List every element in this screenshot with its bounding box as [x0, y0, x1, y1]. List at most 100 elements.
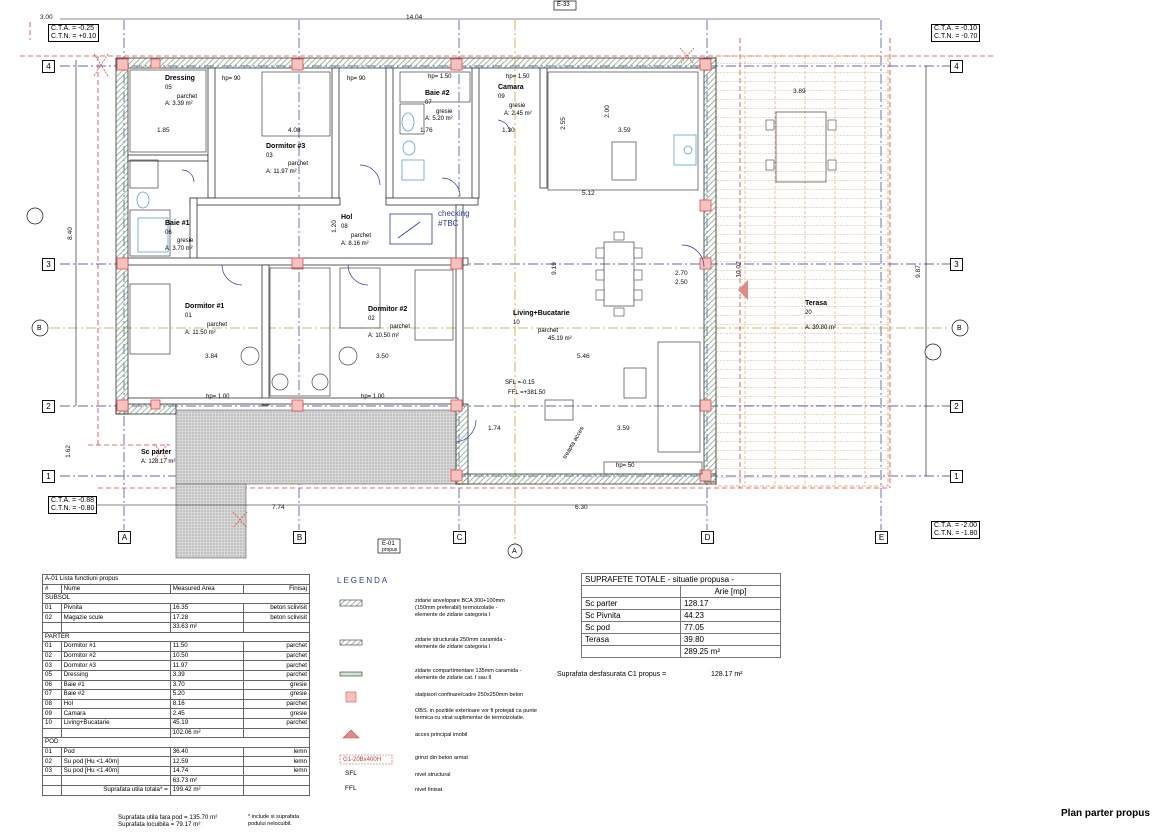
dim-total-width: 14.04	[406, 14, 423, 21]
legend-item: nivel structural	[415, 772, 450, 779]
room-terasa-num: 20	[805, 310, 812, 316]
functions-table-title: A-01 Lista functiuni propus	[42, 574, 310, 585]
dim-384: 3.84	[205, 353, 218, 360]
table-row-cell: 77.05	[679, 621, 782, 634]
room-dormitor2-num: 02	[368, 316, 375, 322]
axis-row-4-right: 4	[950, 60, 963, 73]
dim-255: 2.55	[559, 117, 567, 130]
room-camara-area: A: 2.45 m²	[504, 111, 532, 117]
table-row-cell: Pivnita	[60, 602, 171, 614]
room-dressing-name: Dressing	[165, 75, 195, 82]
functions-section-total-cell	[243, 727, 310, 739]
room-dormitor2-floor: parchet	[390, 324, 411, 330]
table-row-cell: 128.17	[679, 597, 782, 610]
dim-left-overhang: 3.00	[40, 14, 53, 21]
zidarie-structurala-swatch	[339, 639, 363, 646]
room-hol-name: Hol	[341, 214, 353, 221]
room-camara-num: 09	[498, 94, 505, 100]
dim-774: 7.74	[272, 504, 285, 511]
axis-col-c: C	[453, 531, 466, 544]
table-row-cell: 5.20	[169, 689, 245, 700]
dim-1002: 10.02	[735, 261, 743, 278]
room-baie2-num: 07	[425, 100, 432, 106]
table-row-cell: Camara	[60, 708, 171, 719]
chairs	[595, 119, 837, 317]
table-row-cell: 06	[42, 679, 62, 691]
legend-item: acces principal imobil	[415, 732, 467, 739]
room-camara-name: Camara	[498, 84, 524, 91]
legend-item-text: elemente de zidarie cat. I sau II	[415, 675, 492, 681]
legend-item-text: elemente de zidarie categoria I	[415, 644, 491, 650]
axis-row-1-right: 1	[950, 470, 963, 483]
table-row-cell: lemn	[243, 746, 310, 758]
window-hp-150-b: hp= 1.50	[506, 74, 530, 80]
table-row-cell: Dressing	[60, 669, 171, 681]
sfl-level: SFL =-0.15	[505, 380, 535, 386]
access-arrow	[738, 280, 748, 300]
axis-col-e: E	[875, 531, 888, 544]
table-row-cell: 36.40	[169, 746, 245, 758]
functions-section-total-cell	[60, 621, 171, 633]
functions-util-total-cell	[243, 785, 310, 796]
access-triangle	[342, 729, 360, 739]
functions-table-header-cell: Measured Area	[169, 583, 245, 595]
beam-tag	[339, 754, 393, 765]
dim-408: 4.08	[288, 127, 301, 134]
dim-919: 9.19	[550, 262, 558, 275]
table-row-cell: parchet	[243, 717, 310, 729]
table-row-cell: 10	[42, 717, 62, 729]
axis-row-4-left: 4	[42, 60, 55, 73]
table-row-cell: parchet	[243, 669, 310, 681]
totals-header-cell: Arie [mp]	[679, 585, 782, 598]
section-tag-e33: E-33	[557, 2, 570, 8]
table-row-cell: 01	[42, 641, 62, 652]
table-row-cell: 17.28	[169, 612, 245, 623]
zidarie-anvelopa-swatch	[339, 599, 363, 607]
room-dormitor3-floor: parchet	[288, 161, 309, 167]
dim-389: 3.89	[793, 88, 806, 95]
table-row-cell: Hol	[60, 698, 171, 710]
table-row-cell: Baie #2	[60, 689, 171, 700]
totals-header-cell	[581, 585, 681, 598]
functions-table-header-cell: Finisaj	[243, 583, 310, 595]
functions-section-total-cell	[243, 621, 310, 633]
functions-section-total-cell	[243, 775, 310, 787]
functions-section-total: 63.73 m²	[42, 775, 310, 787]
table-row-cell: 44.23	[679, 609, 782, 622]
functions-section-pod-cell: POD	[42, 737, 310, 748]
red-column-marks	[93, 47, 695, 529]
room-baie1-num: 06	[165, 230, 172, 236]
room-dormitor1-area: A: 11.50 m²	[185, 330, 216, 336]
table-row-cell: Dormitor #2	[60, 650, 171, 662]
room-baie2-name: Baie #2	[425, 90, 450, 97]
table-row-cell: 03	[42, 660, 62, 671]
legend-item-text: zidarie structurala 250mm caramida -	[415, 637, 506, 643]
functions-section-parter: PARTER	[42, 631, 310, 643]
desfasurata-label: Suprafata desfasurata C1 propus =	[557, 671, 667, 678]
legend-title: LEGENDA	[337, 576, 390, 585]
legend-item-text: OBS. in pozitiile exterioare vor fi prot…	[415, 708, 537, 714]
section-tag-e01-sub: propus	[382, 547, 398, 553]
window-hp-150-a: hp= 1.50	[428, 74, 452, 80]
table-row-cell: parchet	[243, 641, 310, 652]
util-fara-pod-value: 135.70 m²	[189, 814, 218, 821]
table-row-cell: 02	[42, 612, 62, 623]
table-row-cell: Pod	[60, 746, 171, 758]
functions-util-total: Suprafata utila totala* =199.42 m²	[42, 785, 310, 796]
zidarie-compartimentare-swatch	[339, 671, 363, 677]
functions-section-total-cell: 33.63 m²	[169, 621, 245, 633]
dim-174: 1.74	[488, 425, 501, 432]
table-row-cell: 07	[42, 689, 62, 700]
table-row-cell: Dormitor #3	[60, 660, 171, 671]
sheet-title: Plan parter propus	[1061, 808, 1150, 819]
table-row-cell: Sc Pivnita	[581, 609, 681, 622]
functions-section-total: 33.63 m²	[42, 621, 310, 633]
